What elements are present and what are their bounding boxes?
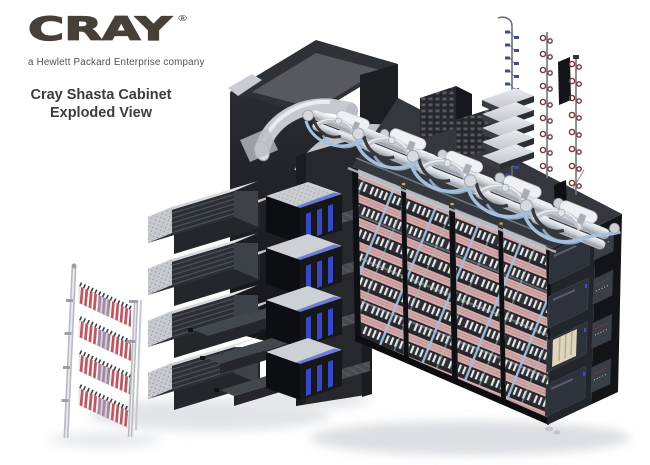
chassis-rail bbox=[359, 214, 550, 380]
chassis-unit bbox=[266, 182, 342, 244]
frame-rail bbox=[61, 263, 77, 439]
cabinet-end-panel bbox=[544, 214, 622, 425]
manifold-row bbox=[78, 316, 132, 362]
frame-rail bbox=[127, 299, 142, 438]
blade-module bbox=[148, 337, 284, 410]
cable-harness-maroon bbox=[568, 55, 582, 195]
grille-lines bbox=[558, 330, 573, 362]
blade-stack-silver bbox=[148, 181, 284, 410]
cray-logo: CRAY ® bbox=[28, 10, 188, 49]
beige-grille-unit bbox=[552, 329, 577, 367]
tray-stack bbox=[482, 88, 534, 170]
blade-module bbox=[148, 181, 284, 254]
blade-module bbox=[148, 233, 284, 306]
manifold-row bbox=[78, 350, 132, 396]
io-panel bbox=[589, 224, 615, 394]
caster-foot bbox=[553, 430, 561, 435]
cable-bay bbox=[406, 189, 452, 378]
cable-bays bbox=[358, 169, 550, 418]
chassis-unit bbox=[266, 234, 342, 296]
controller-module bbox=[188, 307, 284, 346]
brand-header: CRAY ® a Hewlett Packard Enterprise comp… bbox=[28, 8, 228, 68]
rear-post-plate bbox=[558, 57, 571, 105]
coolant-pipes bbox=[296, 98, 623, 263]
diagram-title: Cray Shasta Cabinet Exploded View bbox=[12, 86, 190, 122]
label-tag bbox=[402, 183, 503, 225]
title-line-2: Exploded View bbox=[49, 105, 153, 121]
tray bbox=[482, 144, 534, 170]
manifold-row bbox=[78, 282, 132, 328]
cable-harness-maroon bbox=[539, 32, 553, 178]
cable-tray-frame bbox=[61, 263, 142, 439]
title-line-1: Cray Shasta Cabinet bbox=[30, 87, 172, 103]
cable-bay bbox=[455, 209, 501, 398]
caster-foot bbox=[545, 426, 553, 432]
hpe-tagline: a Hewlett Packard Enterprise company bbox=[28, 57, 205, 68]
chassis-stack-blue bbox=[266, 182, 342, 400]
registered-mark: ® bbox=[177, 14, 188, 23]
chassis-unit bbox=[266, 286, 342, 348]
cable-bay bbox=[358, 169, 404, 359]
cray-logo-text: CRAY bbox=[28, 11, 172, 48]
cabinet-base bbox=[355, 334, 549, 425]
manifold-row bbox=[78, 384, 132, 430]
chassis-unit bbox=[266, 338, 342, 400]
cable-bay bbox=[503, 228, 549, 418]
